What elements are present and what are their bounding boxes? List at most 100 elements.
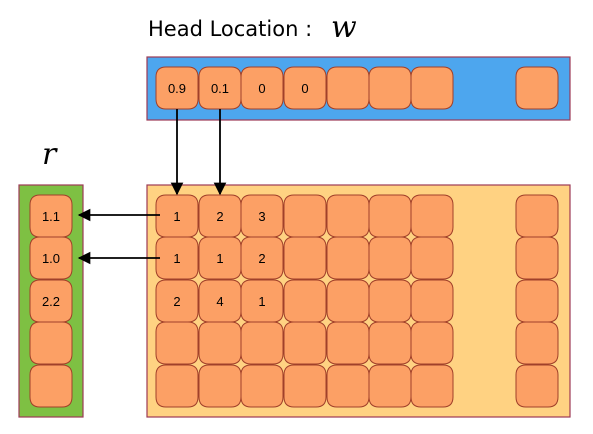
memory-cell-r2-c8-shape [515,236,559,280]
memory-cell-r1-c1: 1 [155,194,199,238]
read-cell-5 [29,364,73,408]
weights-row: 0.9 0.1 0 0 [155,66,559,110]
memory-cell-r1-c8-shape [515,194,559,238]
memory-cell-r5-c5 [326,364,370,408]
memory-cell-r4-c7-shape [410,321,454,365]
read-cell-2-value: 1.0 [42,251,60,266]
weight-cell-3-shape [240,66,284,110]
read-cell-3: 2.2 [29,279,73,323]
memory-cell-r5-c4 [283,364,327,408]
read-cell-1: 1.1 [29,194,73,238]
memory-cell-r3-c3-value: 1 [258,294,265,309]
memory-cell-r3-c6 [368,279,412,323]
memory-cell-r5-c7 [410,364,454,408]
memory-cell-r4-c8 [515,321,559,365]
memory-cell-r1-c4-shape [283,194,327,238]
memory-cell-r1-c5-shape [326,194,370,238]
memory-cell-r5-c3-shape [240,364,284,408]
memory-cell-r3-c2: 4 [198,279,242,323]
memory-cell-r2-c3-value: 2 [258,251,265,266]
memory-cell-r5-c2 [198,364,242,408]
read-cell-1-value: 1.1 [42,209,60,224]
memory-cell-r1-c2-value: 2 [216,209,223,224]
read-cell-2: 1.0 [29,236,73,280]
memory-cell-r5-c8-shape [515,364,559,408]
memory-cell-r3-c4 [283,279,327,323]
memory-cell-r2-c7-shape [410,236,454,280]
weight-cell-3: 0 [240,66,284,110]
memory-cell-r1-c8 [515,194,559,238]
weight-cell-6-shape [368,66,412,110]
memory-cell-r4-c1 [155,321,199,365]
memory-cell-r2-c2: 1 [198,236,242,280]
memory-cell-r2-c7 [410,236,454,280]
weight-cell-1-shape [155,66,199,110]
memory-cell-r1-c3-value: 3 [258,209,265,224]
memory-cell-r1-c1-value: 1 [173,209,180,224]
memory-cell-r3-c1: 2 [155,279,199,323]
memory-cell-r3-c5 [326,279,370,323]
head-location-title: Head Location : [148,17,312,41]
memory-cell-r2-c4-shape [283,236,327,280]
read-cell-5-shape [29,364,73,408]
memory-cell-r2-c2-value: 1 [216,251,223,266]
memory-cell-r1-c7 [410,194,454,238]
memory-cell-r4-c1-shape [155,321,199,365]
memory-cell-r4-c6 [368,321,412,365]
memory-cell-r5-c6 [368,364,412,408]
memory-cell-r2-c8 [515,236,559,280]
memory-cell-r4-c3-shape [240,321,284,365]
memory-cell-r3-c7-shape [410,279,454,323]
memory-cell-r1-c4 [283,194,327,238]
memory-matrix: 1 2 3 1 1 2 2 4 1 [155,194,559,408]
weight-cell-4: 0 [283,66,327,110]
read-cell-3-value: 2.2 [42,294,60,309]
memory-cell-r3-c6-shape [368,279,412,323]
memory-cell-r3-c2-value: 4 [216,294,223,309]
weight-cell-8 [515,66,559,110]
head-location-symbol: w [331,10,357,45]
memory-cell-r3-c5-shape [326,279,370,323]
memory-cell-r3-c4-shape [283,279,327,323]
memory-cell-r5-c1-shape [155,364,199,408]
weight-cell-5-shape [326,66,370,110]
weight-cell-2-shape [198,66,242,110]
weight-cell-5 [326,66,370,110]
memory-cell-r5-c8 [515,364,559,408]
memory-cell-r2-c1: 1 [155,236,199,280]
memory-cell-r5-c4-shape [283,364,327,408]
memory-cell-r4-c2 [198,321,242,365]
weight-cell-8-shape [515,66,559,110]
memory-cell-r4-c6-shape [368,321,412,365]
weight-cell-2-value: 0.1 [211,81,229,96]
memory-cell-r2-c3: 2 [240,236,284,280]
read-vector-label: r [42,137,58,172]
memory-cell-r2-c6-shape [368,236,412,280]
memory-cell-r2-c5 [326,236,370,280]
weight-cell-7 [410,66,454,110]
memory-cell-r2-c6 [368,236,412,280]
memory-cell-r2-c1-shape [155,236,199,280]
memory-cell-r4-c8-shape [515,321,559,365]
memory-cell-r1-c6 [368,194,412,238]
memory-cell-r1-c3: 3 [240,194,284,238]
memory-cell-r5-c1 [155,364,199,408]
weight-cell-2: 0.1 [198,66,242,110]
memory-cell-r3-c1-value: 2 [173,294,180,309]
weight-cell-1-value: 0.9 [168,81,186,96]
memory-cell-r2-c1-value: 1 [173,251,180,266]
memory-cell-r2-c2-shape [198,236,242,280]
read-cell-4 [29,321,73,365]
weight-cell-4-shape [283,66,327,110]
weight-cell-4-value: 0 [301,81,308,96]
memory-cell-r3-c8-shape [515,279,559,323]
memory-cell-r5-c5-shape [326,364,370,408]
memory-cell-r3-c3: 1 [240,279,284,323]
memory-cell-r4-c5 [326,321,370,365]
read-vector: 1.1 1.0 2.2 [29,194,73,408]
memory-cell-r2-c5-shape [326,236,370,280]
memory-cell-r4-c7 [410,321,454,365]
memory-cell-r5-c3 [240,364,284,408]
memory-cell-r1-c7-shape [410,194,454,238]
read-cell-4-shape [29,321,73,365]
